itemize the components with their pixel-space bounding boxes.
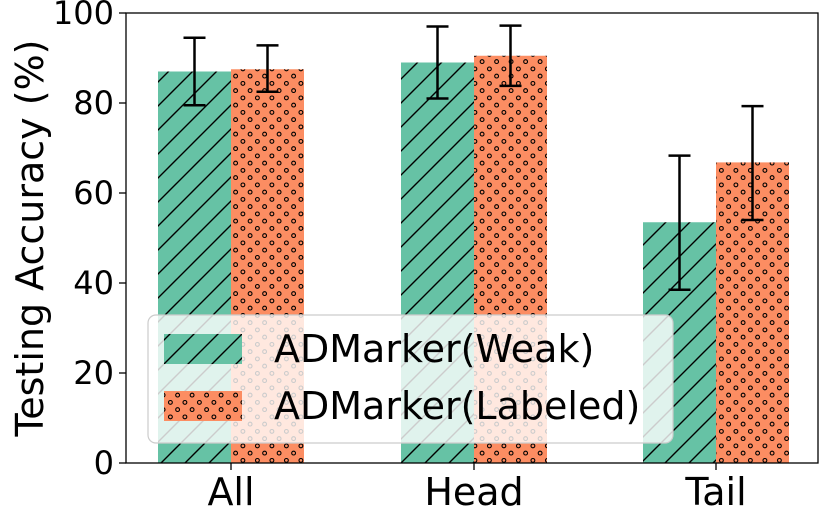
legend-label: ADMarker(Weak) — [274, 327, 594, 371]
error-bar-admarker-weak--all — [183, 36, 206, 107]
legend-label: ADMarker(Labeled) — [274, 384, 640, 428]
legend-box — [147, 314, 674, 444]
legend: ADMarker(Weak) ADMarker(Labeled) — [147, 314, 674, 444]
legend-swatch — [164, 334, 242, 364]
y-tick-label: 80 — [73, 84, 114, 122]
x-tick-label: All — [207, 470, 254, 514]
error-bar-admarker-labeled--tail — [741, 104, 764, 222]
error-bar-admarker-weak--tail — [668, 154, 691, 291]
error-bar-admarker-weak--head — [426, 25, 449, 100]
y-tick-label: 20 — [73, 354, 114, 392]
y-tick-label: 100 — [53, 0, 114, 32]
error-bar-admarker-labeled--head — [499, 24, 522, 88]
y-tick-label: 60 — [73, 174, 114, 212]
error-bar-admarker-labeled--all — [256, 44, 279, 93]
legend-swatch — [164, 391, 242, 421]
axes-frame — [125, 12, 819, 464]
y-tick-label: 40 — [73, 264, 114, 302]
y-axis-label: Testing Accuracy (%) — [8, 40, 52, 438]
x-tick-label: Head — [424, 470, 523, 514]
y-tick-label: 0 — [94, 444, 114, 482]
x-tick-label: Tail — [684, 470, 746, 514]
